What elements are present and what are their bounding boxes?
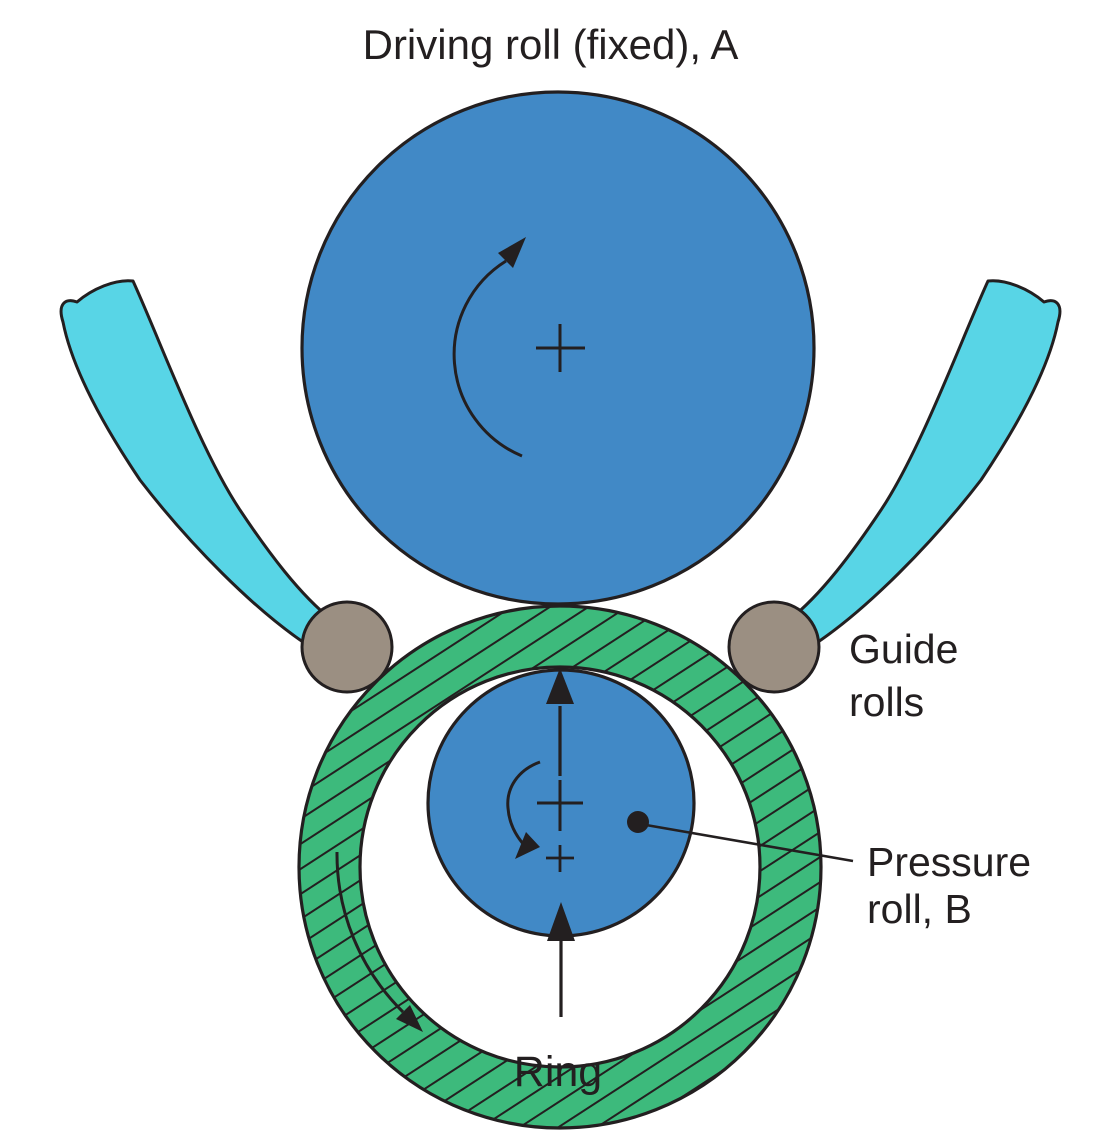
ring-center-cross xyxy=(546,845,574,872)
driving-roll-label: Driving roll (fixed), A xyxy=(362,21,739,68)
driving-roll-center-cross xyxy=(536,324,585,372)
ring-outer-outline xyxy=(297,604,823,1130)
driving-roll-rotation-arrow xyxy=(452,259,523,458)
ring-rotation-arrow xyxy=(335,851,405,1014)
pressure-roll-center-cross xyxy=(537,780,583,831)
right-guide-roll xyxy=(727,600,821,694)
ring-inner-outline xyxy=(358,665,762,1069)
pressure-roll-label-line1: Pressure xyxy=(867,839,1032,885)
left-guide-arm xyxy=(59,279,334,646)
guide-rolls-label-line2: rolls xyxy=(849,679,925,725)
pressure-roll-label: Pressure roll, B xyxy=(867,839,1031,933)
upper-force-arrowhead xyxy=(546,668,574,704)
right-guide-arm xyxy=(787,279,1062,646)
pressure-roll-pointer-dot xyxy=(627,811,649,833)
guide-rolls-label: Guide rolls xyxy=(849,623,958,729)
guide-rolls-label-line1: Guide xyxy=(849,626,959,672)
ring-rotation-arrowhead xyxy=(396,1005,423,1032)
pressure-roll-rotation-arrow xyxy=(506,760,541,848)
driving-roll-rotation-arrowhead xyxy=(498,237,526,268)
ring-label: Ring xyxy=(513,1048,603,1096)
lower-force-arrowhead xyxy=(547,902,575,941)
pressure-roll-rotation-arrowhead xyxy=(515,832,540,859)
left-guide-roll xyxy=(300,600,394,694)
pressure-roll-leader-line xyxy=(645,823,854,863)
pressure-roll-label-line2: roll, B xyxy=(867,886,972,932)
